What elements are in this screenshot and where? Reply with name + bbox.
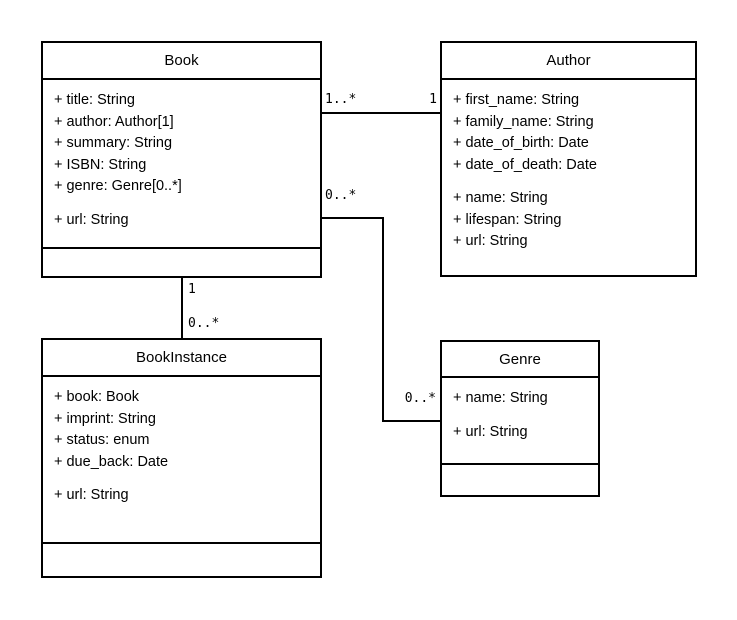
uml-attribute: + due_back: Date [54, 453, 169, 470]
association-line-book-genre-horizontal-top [322, 217, 384, 219]
uml-attribute: + date_of_birth: Date [453, 135, 589, 151]
uml-attribute: + url: String [54, 211, 129, 228]
uml-attributes-author: + first_name: String + family_name: Stri… [442, 80, 695, 275]
multiplicity-book-genre-source: 0..* [325, 188, 357, 203]
uml-class-book[interactable]: Book + title: String + author: Author[1]… [41, 41, 322, 278]
uml-attribute-spacer [453, 410, 588, 422]
association-line-book-genre-horizontal-bottom [382, 420, 440, 422]
uml-attribute: + first_name: String [453, 92, 580, 108]
uml-class-name-bookinstance: BookInstance [43, 340, 320, 377]
uml-attribute: + url: String [453, 233, 528, 249]
association-line-book-bookinstance [181, 278, 183, 338]
association-line-book-genre-vertical [382, 217, 384, 422]
uml-attribute: + title: String [54, 92, 135, 108]
uml-attribute: + status: enum [54, 432, 150, 448]
multiplicity-book-author-target: 1 [429, 92, 437, 107]
uml-attribute: + name: String [453, 390, 548, 406]
uml-class-author[interactable]: Author + first_name: String + family_nam… [440, 41, 697, 277]
uml-attributes-genre: + name: String + url: String [442, 378, 598, 465]
uml-attribute: + book: Book [54, 389, 140, 405]
uml-class-name-genre: Genre [442, 342, 598, 378]
uml-attribute: + author: Author[1] [54, 113, 174, 130]
uml-attribute: + url: String [54, 487, 129, 503]
uml-attribute: + date_of_death: Date [453, 156, 597, 173]
uml-operations-bookinstance [43, 544, 320, 576]
uml-attribute: + summary: String [54, 135, 173, 151]
uml-class-genre[interactable]: Genre + name: String + url: String [440, 340, 600, 497]
uml-attributes-book: + title: String + author: Author[1] + su… [43, 80, 320, 249]
multiplicity-book-genre-target: 0..* [404, 391, 436, 406]
uml-class-name-author: Author [442, 43, 695, 80]
uml-attribute: + lifespan: String [453, 211, 562, 228]
uml-class-bookinstance[interactable]: BookInstance + book: Book + imprint: Str… [41, 338, 322, 578]
uml-attribute: + url: String [453, 423, 528, 440]
uml-attribute-spacer [453, 176, 685, 188]
uml-class-name-book: Book [43, 43, 320, 80]
multiplicity-book-author-source: 1..* [325, 92, 357, 107]
uml-attribute-spacer [54, 473, 310, 485]
uml-attribute-spacer [54, 198, 310, 210]
uml-operations-genre [442, 465, 598, 495]
uml-operations-book [43, 249, 320, 276]
uml-attribute: + imprint: String [54, 410, 156, 427]
uml-attribute: + genre: Genre[0..*] [54, 178, 182, 194]
uml-attributes-bookinstance: + book: Book + imprint: String + status:… [43, 377, 320, 544]
uml-attribute: + family_name: String [453, 113, 594, 130]
multiplicity-book-bookinstance-source: 1 [188, 282, 196, 297]
uml-attribute: + ISBN: String [54, 156, 147, 173]
multiplicity-book-bookinstance-target: 0..* [188, 316, 220, 331]
uml-attribute: + name: String [453, 190, 548, 206]
association-line-book-author [322, 112, 440, 114]
